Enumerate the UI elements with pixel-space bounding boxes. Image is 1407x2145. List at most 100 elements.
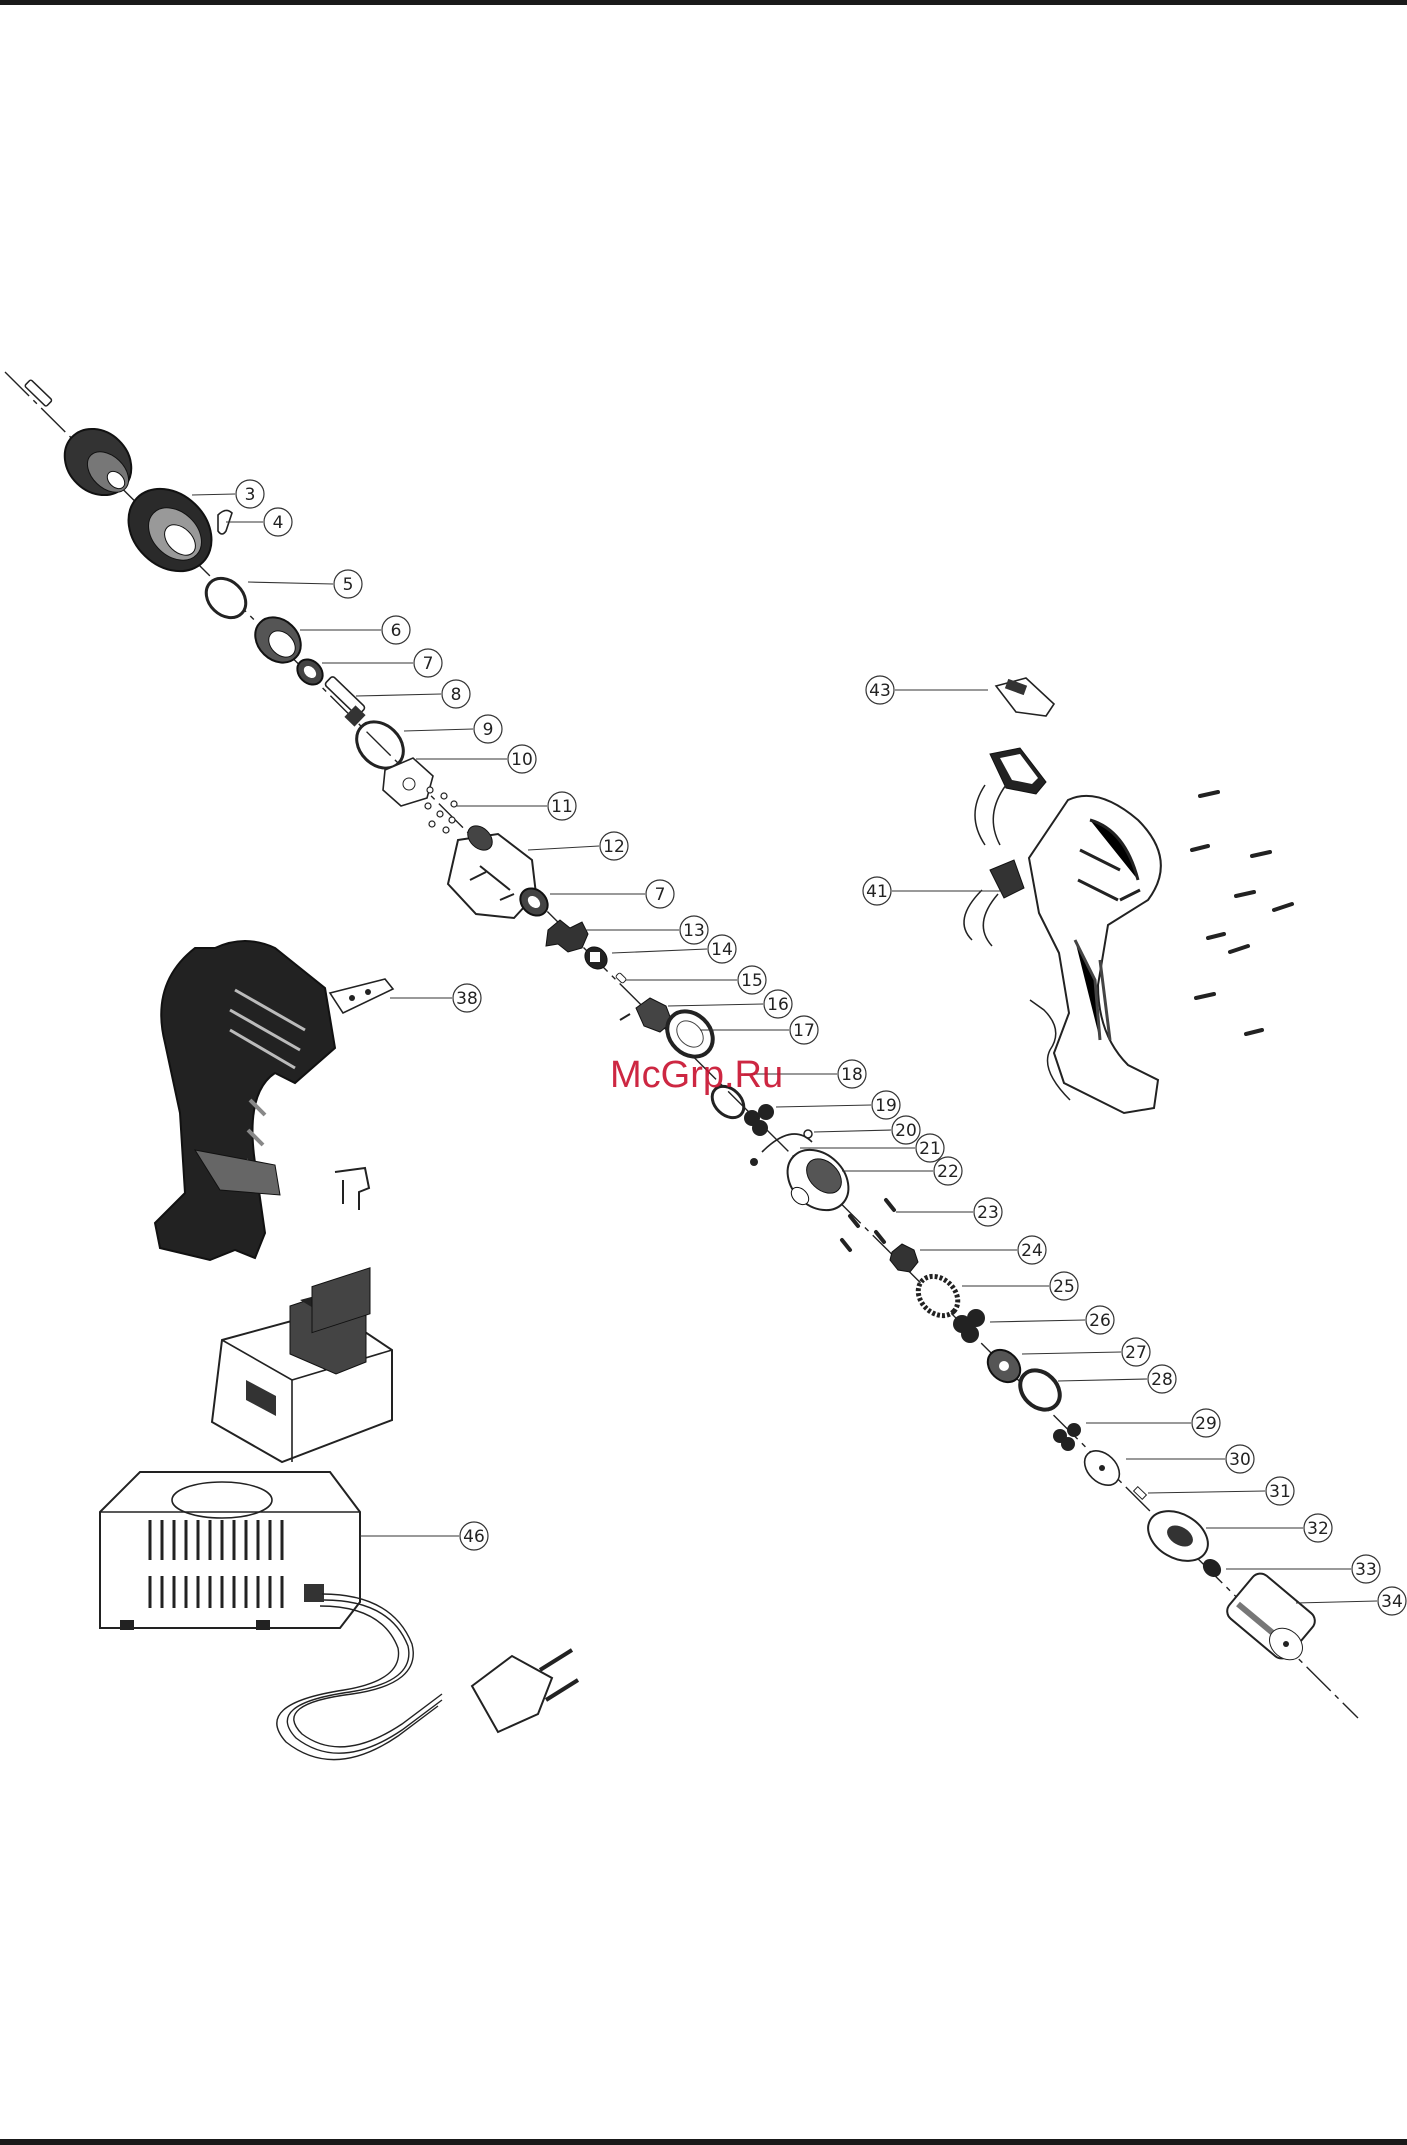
callout-number: 23 — [977, 1203, 999, 1223]
callout-46: 46 — [360, 1522, 488, 1550]
callout-20: 20 — [814, 1116, 920, 1144]
callout-number: 27 — [1125, 1343, 1147, 1363]
callout-number: 10 — [511, 750, 533, 770]
callout-38: 38 — [390, 984, 481, 1012]
callout-13: 13 — [584, 916, 708, 944]
callout-10: 10 — [416, 745, 536, 773]
callout-32: 32 — [1206, 1514, 1332, 1542]
leader-line — [1058, 1379, 1147, 1381]
callout-number: 6 — [391, 621, 402, 641]
callout-19: 19 — [776, 1091, 900, 1119]
callout-26: 26 — [990, 1306, 1114, 1334]
callout-number: 9 — [483, 720, 494, 740]
ring-gear-part-25 — [910, 1268, 965, 1323]
callout-27: 27 — [1022, 1338, 1150, 1366]
callout-number: 20 — [895, 1121, 917, 1141]
chuck-part — [51, 415, 144, 508]
callout-7: 7 — [550, 880, 674, 908]
leader-line — [404, 729, 473, 731]
callout-8: 8 — [356, 680, 470, 708]
watermark: McGrp.Ru — [610, 1054, 783, 1096]
callout-number: 28 — [1151, 1370, 1173, 1390]
bearing-part-7a — [292, 654, 327, 689]
callout-9: 9 — [404, 715, 502, 743]
callout-number: 18 — [841, 1065, 863, 1085]
callout-41: 41 — [863, 877, 1000, 905]
callout-30: 30 — [1126, 1445, 1254, 1473]
callout-number: 4 — [273, 513, 284, 533]
planet-gears-part-29 — [1053, 1423, 1081, 1451]
leader-line — [776, 1105, 871, 1107]
callout-number: 8 — [451, 685, 462, 705]
callout-number: 33 — [1355, 1560, 1377, 1580]
housing-screws — [1192, 792, 1292, 1034]
callout-24: 24 — [920, 1236, 1046, 1264]
callout-number: 38 — [456, 989, 478, 1009]
leader-line — [1148, 1491, 1265, 1493]
leader-line — [814, 1130, 891, 1132]
spindle-part-8 — [324, 676, 365, 727]
switch-clip-part — [330, 979, 393, 1013]
leader-line — [668, 1004, 763, 1006]
battery-terminal-cover — [990, 748, 1046, 794]
screws-part-23 — [842, 1200, 894, 1250]
leader-line — [528, 846, 599, 850]
plug — [472, 1650, 578, 1732]
callout-number: 21 — [919, 1139, 941, 1159]
handle-housing-part — [155, 941, 335, 1260]
leader-line — [356, 694, 441, 696]
callout-34: 34 — [1296, 1587, 1406, 1615]
callout-number: 29 — [1195, 1414, 1217, 1434]
callout-number: 22 — [937, 1162, 959, 1182]
right-housing-part — [1029, 796, 1161, 1113]
balls-part-11 — [425, 787, 457, 833]
gear-part-24 — [890, 1244, 918, 1272]
callout-number: 14 — [711, 940, 733, 960]
callout-7: 7 — [322, 649, 442, 677]
callout-number: 3 — [245, 485, 256, 505]
callout-4: 4 — [226, 508, 292, 536]
leader-line — [1022, 1352, 1121, 1354]
drill-bit-tip — [24, 379, 52, 406]
gear-part-14 — [580, 942, 611, 973]
callout-15: 15 — [626, 966, 766, 994]
callout-number: 7 — [423, 654, 434, 674]
callout-number: 16 — [767, 995, 789, 1015]
callout-number: 31 — [1269, 1482, 1291, 1502]
callout-number: 11 — [551, 797, 573, 817]
callout-6: 6 — [300, 616, 410, 644]
ring-part-5 — [198, 570, 253, 625]
battery-pack-part — [212, 1268, 392, 1462]
clutch-ring-part — [112, 472, 228, 588]
terminal-clip-part — [335, 1168, 369, 1210]
callout-number: 34 — [1381, 1592, 1403, 1612]
callout-31: 31 — [1148, 1477, 1294, 1505]
callout-number: 43 — [869, 681, 891, 701]
callout-29: 29 — [1086, 1409, 1220, 1437]
callout-25: 25 — [962, 1272, 1078, 1300]
callout-22: 22 — [842, 1157, 962, 1185]
callout-28: 28 — [1058, 1365, 1176, 1393]
callout-33: 33 — [1226, 1555, 1380, 1583]
callout-number: 24 — [1021, 1241, 1043, 1261]
plate-part-10 — [383, 758, 433, 806]
callout-17: 17 — [700, 1016, 818, 1044]
callout-number: 25 — [1053, 1277, 1075, 1297]
callout-number: 15 — [741, 971, 763, 991]
callout-number: 5 — [343, 575, 354, 595]
callout-number: 26 — [1089, 1311, 1111, 1331]
planet-gears-part-19 — [744, 1104, 774, 1136]
callout-3: 3 — [192, 480, 264, 508]
callout-5: 5 — [248, 570, 362, 598]
callout-number: 17 — [793, 1021, 815, 1041]
motor-plate-part-32 — [1139, 1501, 1216, 1571]
callout-number: 13 — [683, 921, 705, 941]
battery-latch-part-43 — [996, 678, 1054, 716]
callout-12: 12 — [528, 832, 628, 860]
callout-number: 41 — [866, 882, 888, 902]
leader-line — [990, 1320, 1085, 1322]
switch-part-41 — [964, 785, 1024, 946]
leader-line — [1296, 1601, 1377, 1603]
callout-number: 32 — [1307, 1519, 1329, 1539]
